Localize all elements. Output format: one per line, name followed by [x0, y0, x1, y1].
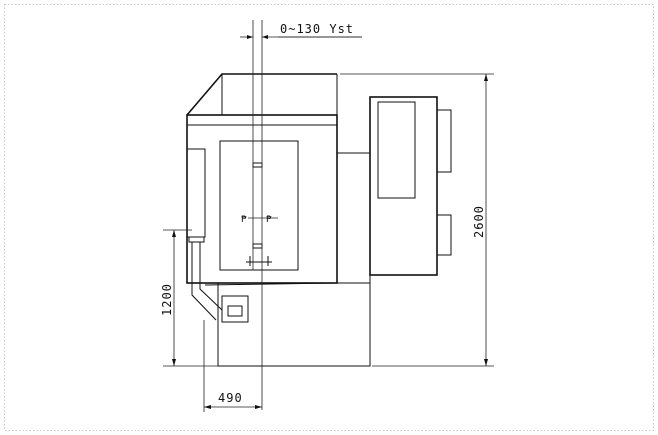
connector	[336, 152, 371, 284]
slot-bottom	[252, 243, 263, 249]
slot-top	[252, 162, 263, 168]
clamp-block	[221, 295, 249, 323]
side-cabinet	[369, 96, 452, 366]
height-total-label: 2600	[472, 205, 486, 238]
height-lower-label: 1200	[160, 283, 174, 316]
center-guides	[240, 20, 362, 410]
base-block	[217, 282, 371, 367]
height-lower-dimension	[163, 229, 218, 367]
spindle-mark-left: ₱	[241, 215, 247, 225]
stroke-dimension-label: 0~130 Yst	[280, 22, 354, 36]
width-offset-label: 490	[218, 391, 243, 405]
spindle-mark-right: ₱	[266, 215, 272, 225]
door-window: ₱ ₱	[219, 140, 299, 271]
page-frame	[4, 4, 654, 431]
height-total-dimension	[340, 73, 494, 367]
width-offset-dimension	[203, 320, 262, 412]
